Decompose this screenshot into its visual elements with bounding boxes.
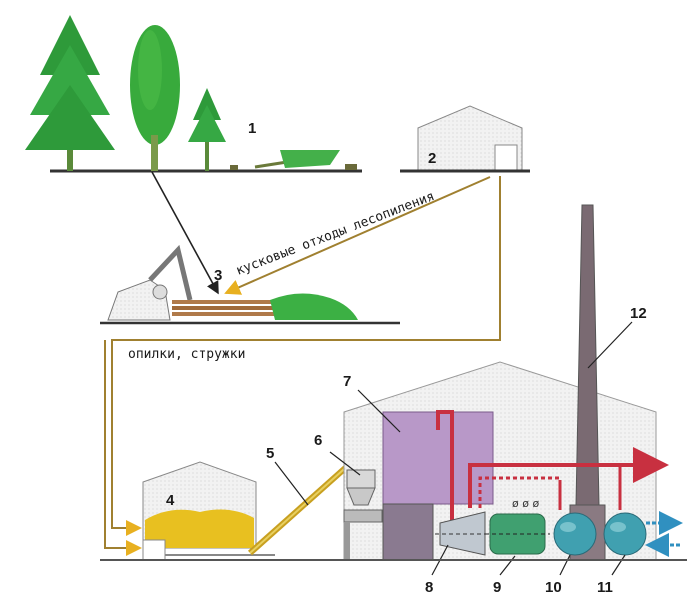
- fuel-storage-building: 4: [142, 461, 275, 561]
- boiler-unit: 7: [343, 373, 494, 561]
- district-heating-arrows: [645, 511, 683, 557]
- label-5: 5: [266, 445, 274, 462]
- waste-label: кусковые отходы лесопиления: [234, 189, 437, 279]
- chips-flow-line: [104, 340, 142, 556]
- fuel-conveyor: 5: [248, 445, 354, 556]
- forest-area: 1: [25, 15, 362, 173]
- shavings-flow-line: [111, 176, 501, 536]
- label-7: 7: [343, 373, 351, 390]
- label-8: 8: [425, 579, 433, 596]
- label-9: 9: [493, 579, 501, 596]
- steam-turbine: 8: [425, 511, 490, 596]
- label-12: 12: [630, 305, 647, 322]
- waste-flow-arrow: [224, 176, 491, 295]
- chipping-station: 3: [100, 244, 400, 325]
- label-3: 3: [214, 267, 222, 284]
- wood-flow-arrow: [151, 171, 219, 295]
- deciduous-tree-icon: [130, 25, 180, 171]
- label-6: 6: [314, 432, 322, 449]
- small-spruce-icon: [188, 88, 226, 171]
- steam-pipes: [436, 410, 669, 520]
- label-4: 4: [166, 492, 175, 509]
- heat-exchanger-10: 10: [545, 512, 597, 596]
- power-output-icon: ø ø ø: [512, 497, 539, 510]
- label-1: 1: [248, 120, 256, 137]
- felled-tree-icon: [230, 150, 357, 170]
- shavings-label: опилки, стружки: [128, 347, 245, 362]
- label-10: 10: [545, 579, 562, 596]
- spruce-tree-icon: [25, 15, 115, 171]
- sawmill-building: 2: [400, 105, 530, 173]
- fuel-hopper: 6: [314, 432, 383, 560]
- label-2: 2: [428, 150, 436, 167]
- label-11: 11: [597, 579, 613, 596]
- svg-text:ø ø ø: ø ø ø: [512, 497, 539, 510]
